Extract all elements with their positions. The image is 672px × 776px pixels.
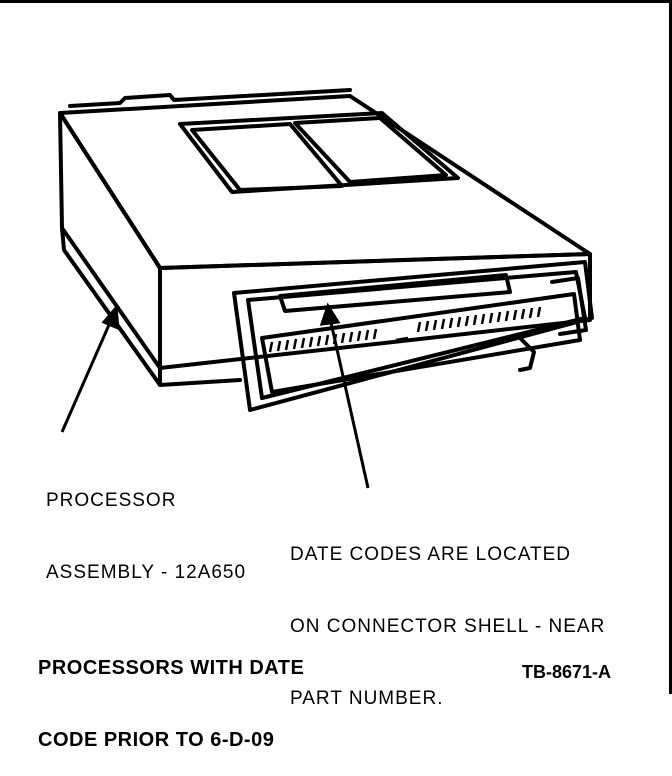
connector-shell (232, 260, 594, 412)
module-back-notches (68, 88, 352, 108)
processor-label-line-1: PROCESSOR (46, 490, 177, 511)
figure-id: TB-8671-A (522, 662, 612, 682)
part-number-plate (278, 273, 512, 313)
date-codes-label: DATE CODES ARE LOCATED ON CONNECTOR SHEL… (290, 495, 605, 735)
date-codes-line-1: DATE CODES ARE LOCATED (290, 544, 572, 565)
module-left-face (58, 111, 162, 370)
page-border (0, 0, 672, 694)
caption-line-2: CODE PRIOR TO 6-D-09 (38, 729, 275, 751)
processor-label-line-2: ASSEMBLY - 12A650 (46, 562, 247, 583)
leader-lines (60, 302, 370, 489)
date-codes-line-3: PART NUMBER. (290, 688, 444, 709)
processor-assembly-label: PROCESSOR ASSEMBLY - 12A650 (46, 441, 246, 609)
top-window (178, 111, 460, 194)
date-codes-line-2: ON CONNECTOR SHELL - NEAR (290, 616, 606, 637)
date-code-leader (328, 317, 370, 489)
processor-assembly-illustration (58, 88, 594, 489)
figure-caption: PROCESSORS WITH DATE CODE PRIOR TO 6-D-0… (38, 608, 304, 776)
processor-leader (60, 317, 114, 433)
caption-line-1: PROCESSORS WITH DATE (38, 657, 305, 679)
connector-opening (260, 292, 582, 394)
